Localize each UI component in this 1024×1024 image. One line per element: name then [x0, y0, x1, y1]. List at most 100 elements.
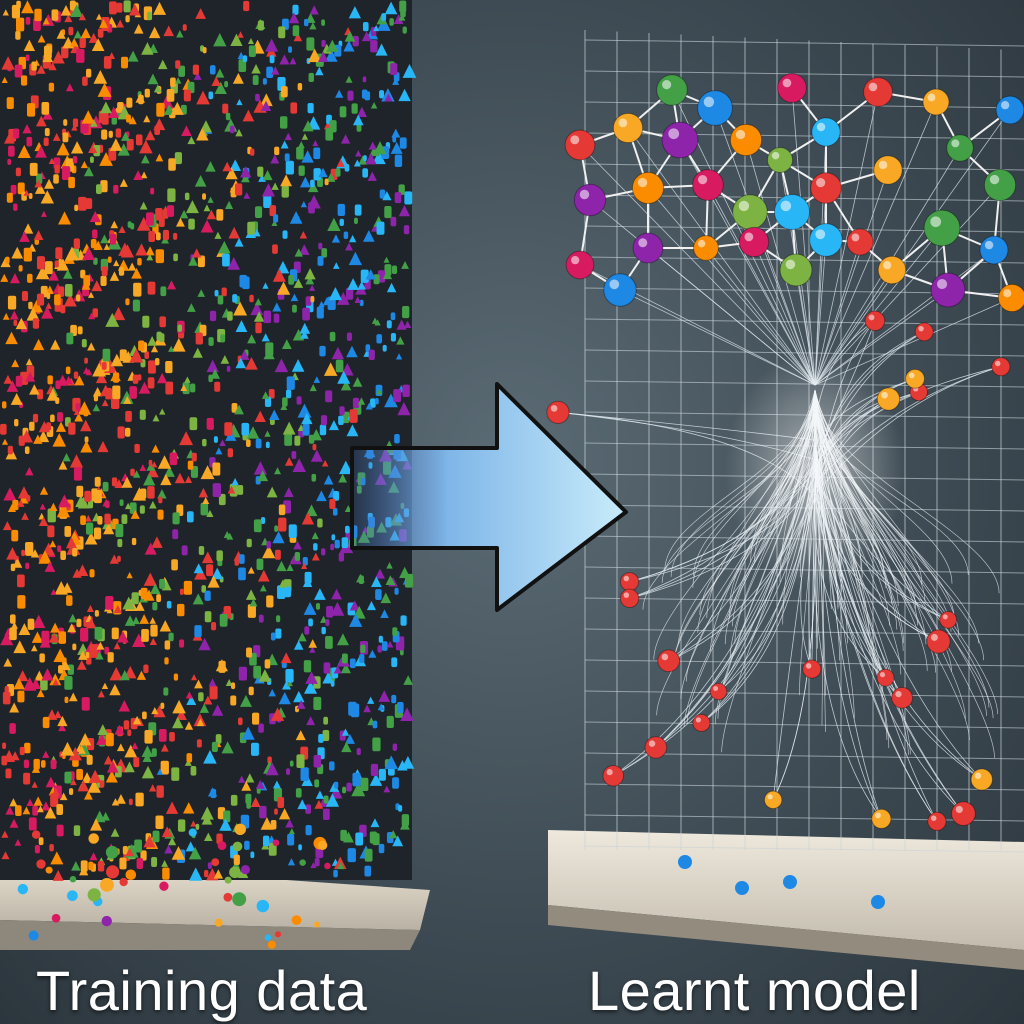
data-shard [174, 472, 186, 484]
data-tile [25, 54, 30, 61]
data-shard [14, 839, 22, 846]
data-tile [9, 723, 16, 734]
data-shard [83, 166, 94, 177]
data-shard [253, 461, 268, 475]
data-shard [335, 89, 344, 98]
network-node-highlight [661, 653, 669, 661]
data-tile [316, 306, 324, 319]
data-shard [132, 470, 141, 478]
data-shard [299, 176, 311, 188]
data-tile [33, 758, 40, 770]
data-shard [289, 57, 297, 65]
data-tile [72, 547, 78, 557]
data-tile [255, 93, 260, 102]
falling-bead [264, 934, 272, 941]
data-tile [297, 83, 303, 91]
network-node-highlight [930, 633, 938, 641]
data-tile [168, 632, 174, 642]
data-shard [13, 640, 27, 654]
data-tile [397, 701, 404, 713]
data-shard [346, 424, 359, 437]
data-tile [204, 590, 211, 601]
data-tile [8, 145, 15, 157]
data-tile [194, 625, 202, 638]
data-tile [105, 596, 114, 610]
data-shard [336, 633, 349, 646]
falling-bead [224, 876, 232, 884]
data-shard [196, 718, 205, 727]
data-tile [220, 334, 226, 343]
data-shard [225, 167, 238, 180]
data-shard [259, 93, 273, 107]
data-tile [245, 793, 252, 804]
data-shard [176, 30, 184, 38]
data-tile [266, 540, 271, 549]
data-shard [332, 262, 340, 269]
fiber-strand [745, 139, 816, 386]
data-tile [23, 772, 31, 785]
data-shard [6, 547, 19, 560]
data-tile [222, 103, 229, 114]
data-tile [117, 538, 123, 548]
data-shard [144, 542, 157, 555]
data-shard [328, 286, 342, 301]
data-tile [38, 837, 44, 846]
data-shard [105, 312, 120, 327]
network-node-highlight [875, 812, 881, 819]
data-shard [97, 82, 112, 97]
data-shard [164, 466, 175, 477]
data-shard [106, 760, 119, 773]
data-tile [160, 286, 167, 297]
data-shard [88, 32, 99, 43]
data-shard [373, 24, 380, 32]
data-tile [54, 294, 61, 306]
data-shard [196, 128, 209, 141]
data-shard [52, 869, 64, 881]
data-tile [319, 424, 327, 436]
data-shard [280, 403, 288, 410]
data-shard [139, 139, 153, 154]
data-shard [118, 242, 132, 256]
data-tile [341, 653, 348, 664]
data-tile [28, 301, 33, 310]
data-tile [17, 595, 26, 609]
network-node [661, 121, 699, 159]
network-node [811, 117, 841, 147]
data-shard [6, 380, 19, 392]
data-shard [299, 322, 311, 334]
network-node [846, 228, 874, 256]
network-node-highlight [698, 175, 708, 185]
data-shard [44, 806, 57, 819]
data-shard [296, 699, 306, 709]
data-shard [69, 38, 79, 47]
data-shard [270, 154, 280, 164]
data-shard [393, 14, 404, 24]
data-tile [212, 483, 221, 497]
data-shard [30, 644, 38, 652]
data-shard [195, 8, 207, 19]
data-shard [351, 782, 366, 797]
data-shard [293, 32, 303, 42]
falling-bead [45, 866, 53, 874]
network-node [657, 649, 681, 673]
data-shard [68, 692, 78, 702]
data-tile [117, 102, 124, 113]
data-shard [110, 220, 119, 229]
data-tile [285, 668, 294, 683]
data-tile [392, 136, 397, 143]
data-shard [25, 371, 36, 382]
data-tile [339, 218, 344, 226]
data-shard [314, 799, 324, 809]
falling-bead [291, 915, 302, 926]
data-tile [101, 129, 108, 140]
data-tile [317, 255, 324, 266]
data-tile [68, 26, 74, 36]
data-tile [287, 833, 295, 846]
data-shard [376, 388, 383, 395]
data-tile [133, 282, 142, 297]
data-shard [29, 384, 40, 395]
data-shard [315, 66, 324, 76]
data-tile [391, 694, 397, 704]
data-tile [249, 294, 254, 303]
data-tile [69, 0, 76, 11]
